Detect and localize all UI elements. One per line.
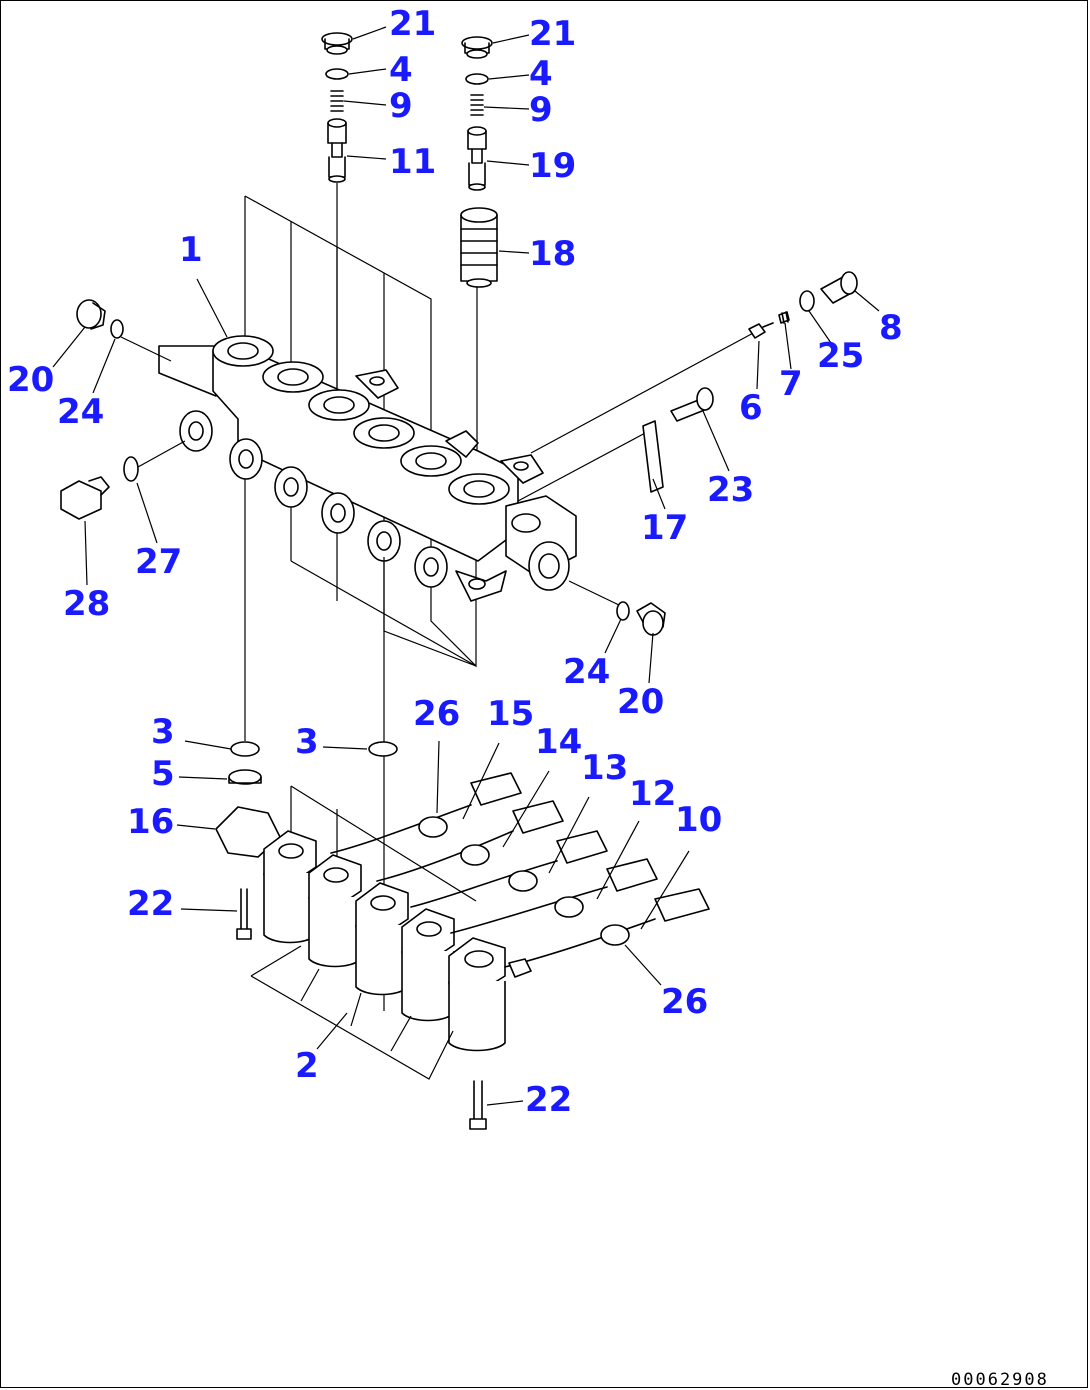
- oring-24-right: [616, 601, 630, 621]
- spring-9-left: [330, 90, 344, 112]
- callout-3-right: 3: [295, 722, 319, 762]
- spring-7: [778, 311, 790, 324]
- callout-20-left: 20: [7, 360, 54, 400]
- bolt-23: [670, 387, 714, 422]
- bolt-22-right: [469, 1080, 487, 1130]
- callout-12: 12: [629, 774, 676, 814]
- spring-9-right: [470, 94, 484, 116]
- callout-7: 7: [779, 364, 803, 404]
- callout-4-left: 4: [389, 50, 413, 90]
- callout-22-left: 22: [127, 884, 174, 924]
- spool-19: [467, 126, 487, 191]
- callout-21-left: 21: [389, 4, 436, 44]
- callout-19: 19: [529, 146, 576, 186]
- solenoid-group-2: [250, 785, 506, 1080]
- bolt-22-left: [236, 888, 252, 940]
- callout-24-right: 24: [563, 652, 610, 692]
- callout-26-bottom: 26: [661, 982, 708, 1022]
- callout-28: 28: [63, 584, 110, 624]
- callout-18: 18: [529, 234, 576, 274]
- plug-20-left: [76, 299, 106, 330]
- callout-27: 27: [135, 542, 182, 582]
- axis-line-27: [137, 440, 186, 468]
- plug-21-left: [321, 32, 353, 55]
- callout-16: 16: [127, 802, 174, 842]
- sleeve-18: [460, 207, 498, 288]
- callout-24-left: 24: [57, 392, 104, 432]
- callout-10: 10: [675, 800, 722, 840]
- oring-4-right: [465, 73, 489, 85]
- oring-24-left: [110, 319, 124, 339]
- callout-11: 11: [389, 142, 436, 182]
- valve-body-1: [158, 195, 577, 668]
- plug-8: [820, 271, 858, 304]
- axis-line-right-port: [568, 580, 622, 607]
- cap-5: [228, 769, 262, 785]
- callout-15: 15: [487, 694, 534, 734]
- callout-9-left: 9: [389, 86, 413, 126]
- callout-17: 17: [641, 508, 688, 548]
- axis-line-plate: [517, 430, 650, 502]
- callout-3-left: 3: [151, 712, 175, 752]
- oring-3-right: [368, 741, 398, 757]
- callout-2: 2: [295, 1046, 319, 1086]
- oring-4-left: [325, 68, 349, 80]
- document-number: 00062908: [951, 1370, 1049, 1388]
- leader-lines: [52, 26, 880, 1106]
- callout-23: 23: [707, 470, 754, 510]
- callout-14: 14: [535, 722, 582, 762]
- callout-21-right: 21: [529, 14, 576, 54]
- callout-4-right: 4: [529, 54, 553, 94]
- callout-22-right: 22: [525, 1080, 572, 1120]
- plate-17: [642, 420, 664, 493]
- callout-25: 25: [817, 336, 864, 376]
- callout-13: 13: [581, 748, 628, 788]
- callout-1: 1: [179, 230, 203, 270]
- axis-line-left-port: [120, 336, 172, 362]
- oring-25: [799, 290, 815, 312]
- callout-labels: 21 4 9 11 21 4 9 19 18 1 8 25 7 6 20 24 …: [7, 4, 903, 1120]
- callout-9-right: 9: [529, 90, 553, 130]
- poppet-6: [748, 322, 774, 339]
- plug-21-right: [461, 36, 493, 59]
- callout-6: 6: [739, 388, 763, 428]
- axis-line-relief: [530, 330, 758, 454]
- callout-20-right: 20: [617, 682, 664, 722]
- plug-20-right: [636, 602, 666, 636]
- oring-3-left: [230, 741, 260, 757]
- plug-28: [60, 476, 110, 520]
- callout-5: 5: [151, 754, 175, 794]
- callout-26-top: 26: [413, 694, 460, 734]
- oring-27: [123, 456, 139, 482]
- callout-8: 8: [879, 308, 903, 348]
- spool-11: [327, 118, 347, 183]
